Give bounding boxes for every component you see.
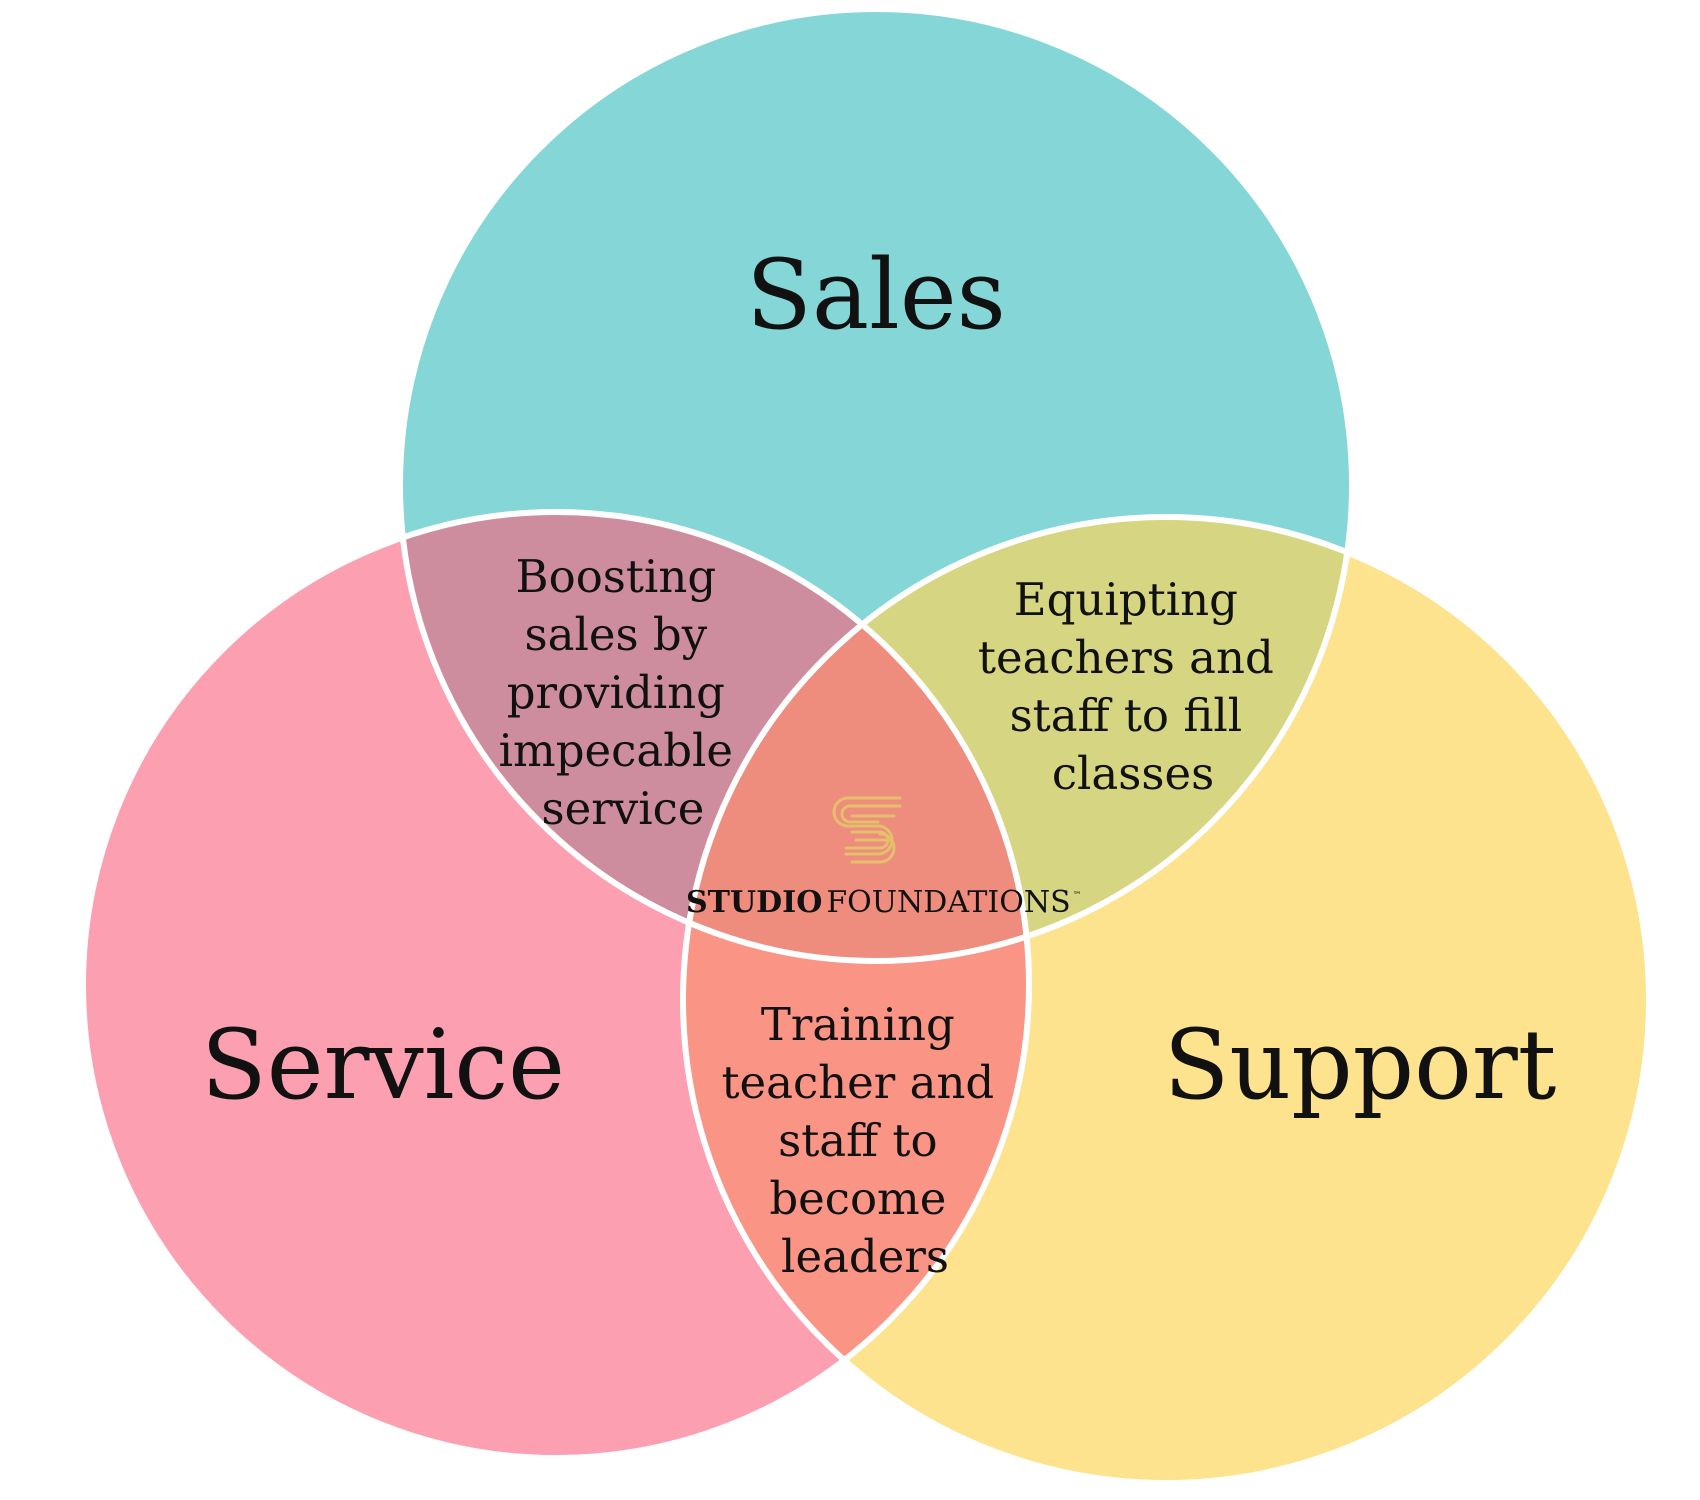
support-outline: [680, 514, 1652, 1486]
sales-support-line: classes: [1052, 747, 1214, 800]
stacked-s-logo-icon: [832, 796, 902, 864]
sales-label: Sales: [746, 239, 1006, 351]
logo-word-studio: STUDIO: [686, 885, 822, 920]
sales-service-line: impecable: [499, 724, 733, 777]
service-support-line: staff to: [778, 1114, 937, 1167]
sales-service-text: Boosting sales by providing impecable se…: [499, 550, 748, 835]
service-outline: [80, 509, 1032, 1461]
service-label: Service: [201, 1009, 565, 1121]
service-support-line: Training: [761, 998, 955, 1051]
support-label: Support: [1164, 1009, 1557, 1121]
sales-support-text: Equipting teachers and staff to fill cla…: [978, 573, 1288, 800]
service-support-line: leaders: [781, 1230, 949, 1283]
service-support-line: teacher and: [721, 1056, 994, 1109]
sales-support-line: Equipting: [1014, 573, 1238, 626]
logo-word-foundations: FOUNDATIONS: [826, 885, 1070, 920]
sales-service-line: Boosting: [516, 550, 717, 603]
sales-outline: [397, 6, 1355, 964]
service-support-line: become: [769, 1172, 946, 1225]
sales-service-line: sales by: [525, 608, 708, 661]
sales-support-line: teachers and: [978, 631, 1274, 684]
logo-trademark: ™: [1073, 891, 1082, 901]
sales-service-line: service: [542, 782, 705, 835]
sales-service-line: providing: [507, 666, 725, 719]
service-support-text: Training teacher and staff to become lea…: [721, 998, 1008, 1283]
sales-support-line: staff to fill: [1010, 689, 1243, 742]
center-overlap: [683, 517, 1029, 961]
